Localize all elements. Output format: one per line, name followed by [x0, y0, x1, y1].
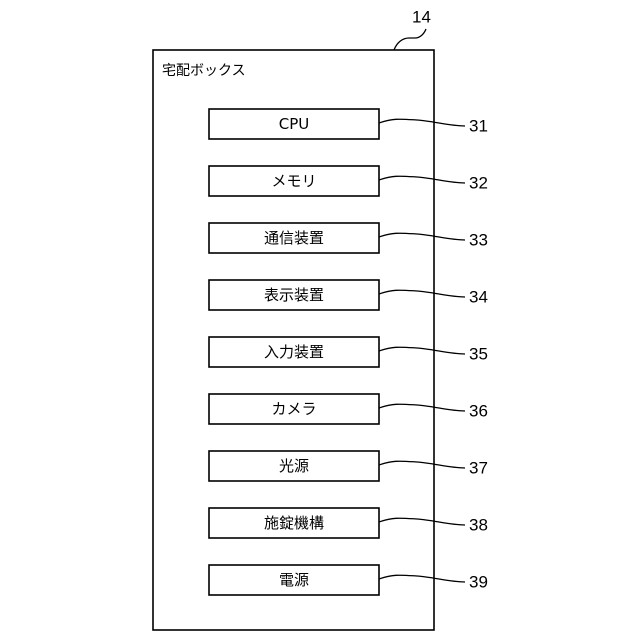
component-label: CPU	[279, 115, 310, 133]
component-block: 電源 39	[209, 565, 488, 595]
device-ref-leader	[394, 29, 426, 50]
component-block: 入力装置 35	[209, 337, 488, 367]
component-block: 通信装置 33	[209, 223, 488, 253]
component-label: 施錠機構	[264, 514, 324, 532]
component-label: カメラ	[271, 400, 316, 418]
component-block: 施錠機構 38	[209, 508, 488, 538]
component-label: メモリ	[271, 172, 316, 190]
component-label: 表示装置	[264, 286, 324, 304]
components-layer: CPU 31 メモリ 32 通信装置 33 表示装置 34 入力装置 35 カメラ 36 光源 37 施錠機…	[209, 109, 488, 595]
component-block: カメラ 36	[209, 394, 488, 424]
component-ref-number: 36	[469, 402, 488, 421]
component-ref-number: 37	[469, 459, 488, 478]
component-label: 光源	[279, 457, 309, 475]
component-ref-number: 39	[469, 573, 488, 592]
component-ref-number: 34	[469, 288, 488, 307]
component-ref-number: 35	[469, 345, 488, 364]
component-ref-number: 32	[469, 174, 488, 193]
component-block: 表示装置 34	[209, 280, 488, 310]
component-ref-number: 33	[469, 231, 488, 250]
component-label: 通信装置	[264, 229, 324, 247]
device-ref-number: 14	[412, 8, 431, 27]
component-block: 光源 37	[209, 451, 488, 481]
component-ref-number: 31	[469, 117, 488, 136]
delivery-box-title: 宅配ボックス	[162, 63, 246, 79]
component-block: メモリ 32	[209, 166, 488, 196]
component-ref-number: 38	[469, 516, 488, 535]
component-label: 入力装置	[264, 343, 324, 361]
component-block: CPU 31	[209, 109, 488, 139]
component-label: 電源	[279, 571, 309, 589]
